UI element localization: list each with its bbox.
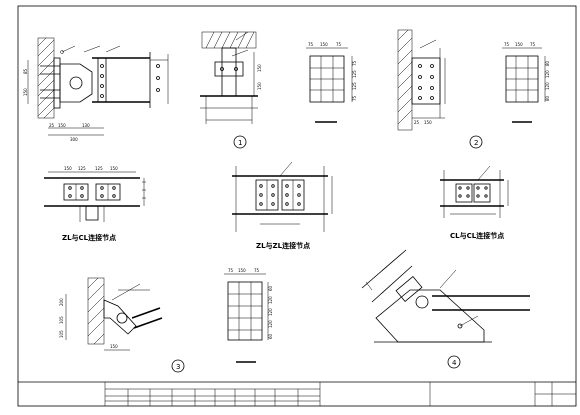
plate-2-r1: 80 [545,60,550,66]
cl-cl-node: CL与CL连接节点 [440,165,509,240]
plate-3-r3: 120 [268,308,273,316]
d2-bottom-dim-a: 25 [414,120,420,125]
detail-2-number: 2 [474,139,478,147]
zlcl-top-c: 125 [95,166,103,171]
d1-bottom-dim-c: 130 [82,123,90,128]
sheet-border [17,5,577,407]
title-block [18,381,576,406]
d3-bottom: 150 [110,344,118,349]
plate-2: 75 150 75 80 120 120 80 [502,42,550,123]
detail-4-number: 4 [452,359,457,367]
plate-3-r4: 120 [268,320,273,328]
plate-2-r3: 120 [545,82,550,90]
plate-3-top-b: 150 [238,268,246,273]
caption-zl-cl: ZL与CL连接节点 [62,233,116,242]
plate-3: 75 150 75 60 120 120 120 60 [224,268,273,363]
d1-mid-dim-a: 150 [257,64,262,72]
d3-left-b: 105 [59,316,64,324]
zlcl-top-a: 150 [64,166,72,171]
plate-2-top-c: 75 [530,42,536,47]
plate-1: 75 150 75 75 125 125 75 [306,42,357,123]
plate-3-top-a: 75 [228,268,234,273]
d1-mid-dim-b: 150 [257,82,262,90]
detail-4 [361,249,530,343]
detail-3: 200 105 105 150 [59,277,163,351]
plate-1-top-c: 75 [336,42,342,47]
d1-left-dim-b: 150 [23,88,28,96]
plate-3-r5: 60 [268,333,273,339]
detail-3-number: 3 [176,363,180,371]
plate-1-r4: 75 [352,95,357,101]
zl-zl-node: ZL与ZL连接节点 [232,161,333,250]
plate-1-top-a: 75 [308,42,314,47]
plate-1-r1: 75 [352,60,357,66]
d1-left-dim-a: 85 [23,68,28,74]
plate-3-r1: 60 [268,285,273,291]
caption-cl-cl: CL与CL连接节点 [450,231,504,240]
plate-1-top-b: 150 [320,42,328,47]
plate-2-top-a: 75 [504,42,510,47]
detail-2-marker: 2 [469,135,483,149]
zlcl-top-d: 150 [110,166,118,171]
detail-1-section: 150 150 [200,31,262,124]
plate-1-r2: 125 [352,70,357,78]
zl-cl-node: 150 125 125 150 ZL与CL连接节点 [44,166,146,242]
caption-zl-zl: ZL与ZL连接节点 [256,241,310,250]
d2-bottom-dim-b: 150 [424,120,432,125]
d3-left-c: 105 [59,330,64,338]
plate-3-r2: 120 [268,296,273,304]
detail-3-marker: 3 [171,359,185,373]
d1-bottom-dim-total: 300 [70,137,78,142]
d1-bottom-dim-b: 150 [58,123,66,128]
plate-1-r3: 125 [352,82,357,90]
plate-2-top-b: 150 [515,42,523,47]
d3-left-a: 200 [59,298,64,306]
detail-4-marker: 4 [447,355,461,369]
detail-1-elevation: 85 150 25 150 130 300 [23,37,169,142]
zlcl-top-b: 125 [78,166,86,171]
detail-1-marker: 1 [233,135,247,149]
plate-2-r4: 80 [545,95,550,101]
d1-bottom-dim-a: 25 [49,123,55,128]
detail-1-number: 1 [238,139,242,147]
detail-2-elevation: 25 150 [397,29,446,131]
plate-3-top-c: 75 [254,268,260,273]
plate-2-r2: 120 [545,70,550,78]
